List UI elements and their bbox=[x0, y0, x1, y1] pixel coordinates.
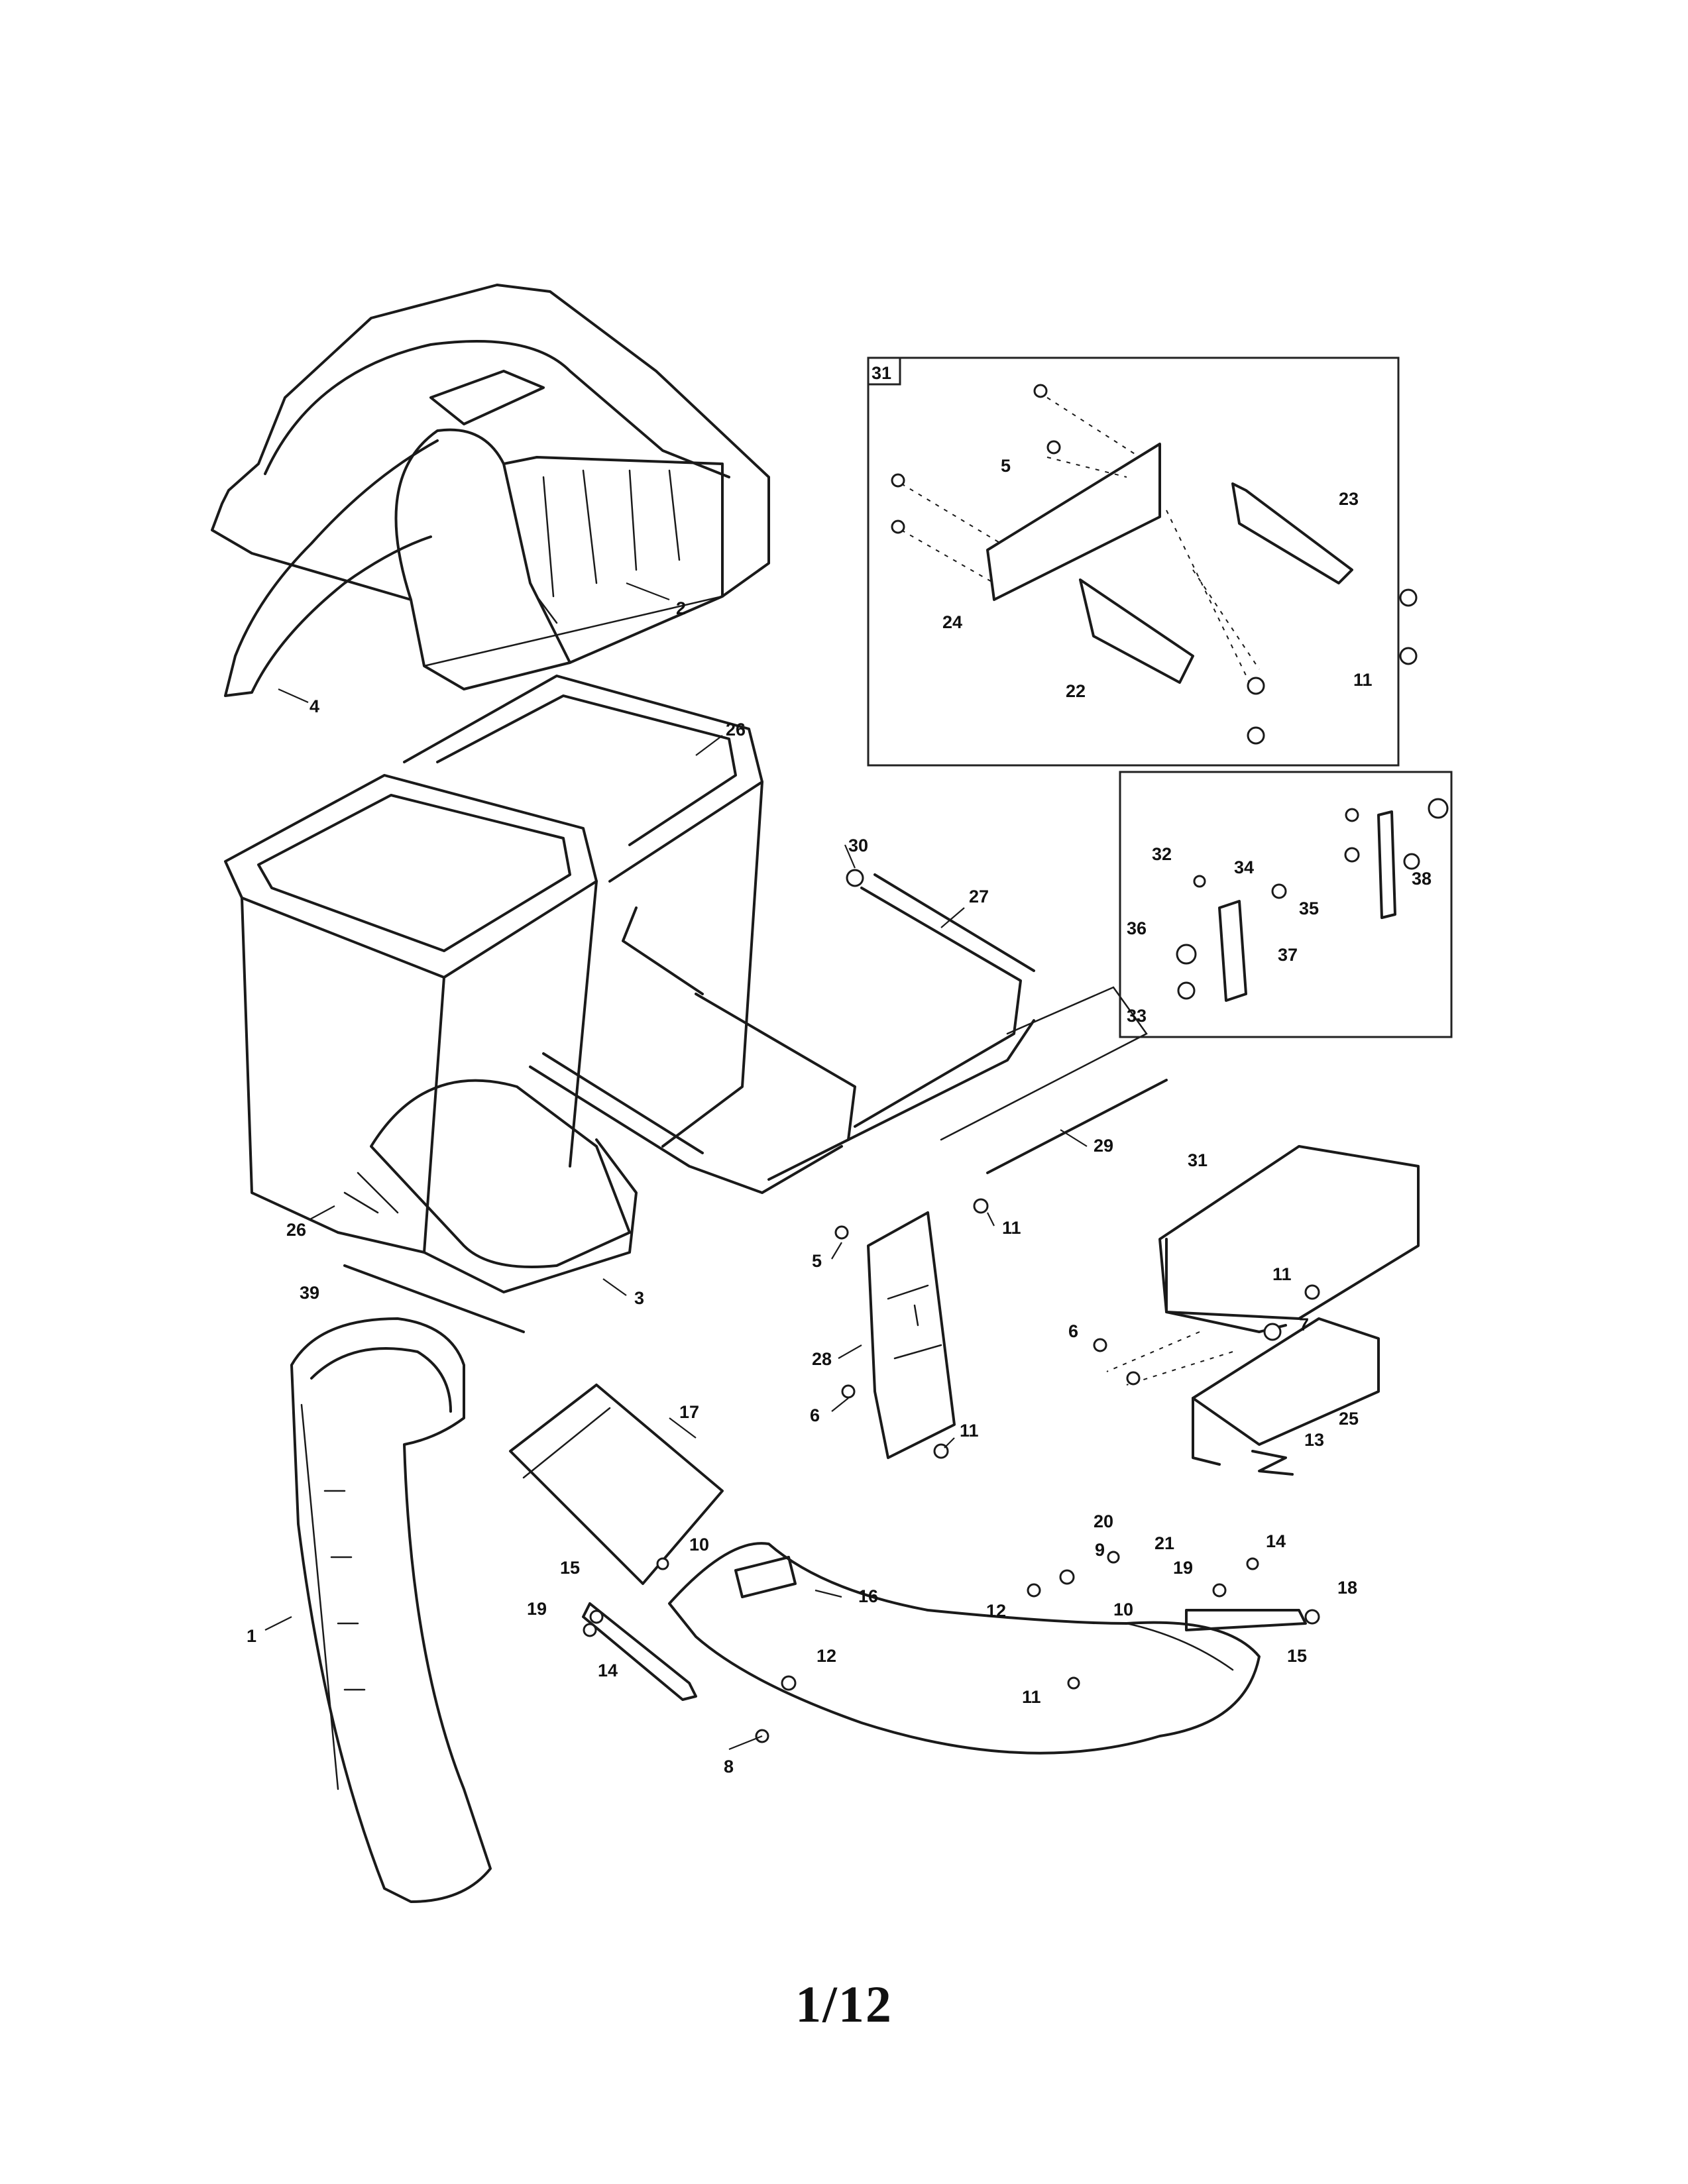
hardware-fasteners bbox=[583, 869, 1320, 1743]
callout-2: 2 bbox=[676, 598, 686, 618]
callout-8: 8 bbox=[724, 1757, 734, 1776]
hair-pin-13 bbox=[1251, 1450, 1294, 1476]
callout-14-left: 14 bbox=[598, 1661, 618, 1680]
callout-22: 22 bbox=[1066, 681, 1086, 701]
callout-29: 29 bbox=[1094, 1136, 1113, 1156]
lower-chute-16 bbox=[668, 1542, 1261, 1755]
callout-1: 1 bbox=[247, 1626, 256, 1646]
callout-12-chute: 12 bbox=[816, 1646, 836, 1666]
inset-box-31 bbox=[867, 356, 1418, 767]
callout-39: 39 bbox=[300, 1283, 319, 1303]
callout-35: 35 bbox=[1299, 899, 1319, 918]
callout-15-right: 15 bbox=[1287, 1646, 1307, 1666]
callout-33: 33 bbox=[1127, 1006, 1147, 1026]
inset-box-hardware bbox=[1119, 771, 1453, 1038]
callout-28: 28 bbox=[812, 1349, 832, 1369]
callout-6-frame: 6 bbox=[810, 1405, 820, 1425]
callout-5-inset: 5 bbox=[1001, 456, 1011, 476]
callout-18: 18 bbox=[1337, 1578, 1357, 1598]
callout-27: 27 bbox=[969, 887, 989, 906]
chute-hose bbox=[290, 1317, 492, 1903]
rod-39 bbox=[343, 1264, 525, 1333]
callout-25: 25 bbox=[1339, 1409, 1359, 1429]
page-number: 1/12 bbox=[795, 1975, 893, 2033]
callout-11-hitch: 11 bbox=[1272, 1264, 1292, 1284]
callout-36: 36 bbox=[1127, 918, 1147, 938]
callout-32: 32 bbox=[1152, 844, 1172, 864]
callout-11-inset: 11 bbox=[1353, 670, 1373, 690]
callout-5-frame: 5 bbox=[812, 1251, 822, 1271]
callout-21: 21 bbox=[1154, 1533, 1174, 1553]
callout-30: 30 bbox=[848, 836, 868, 855]
callout-26-top: 26 bbox=[726, 720, 746, 739]
callout-11-bracket: 11 bbox=[960, 1421, 979, 1441]
callout-24: 24 bbox=[942, 612, 962, 632]
bag-frame bbox=[529, 873, 1148, 1194]
flap-shield bbox=[224, 439, 439, 697]
leader-lines bbox=[264, 582, 1088, 1751]
callout-6-hitch: 6 bbox=[1068, 1321, 1078, 1341]
callout-14-right: 14 bbox=[1266, 1531, 1286, 1551]
callout-10-left: 10 bbox=[689, 1535, 709, 1555]
grass-bag-containers bbox=[224, 675, 763, 1293]
callout-7: 7 bbox=[1299, 1315, 1309, 1335]
callout-20: 20 bbox=[1094, 1511, 1113, 1531]
callout-19-right: 19 bbox=[1173, 1558, 1193, 1578]
callout-34: 34 bbox=[1234, 857, 1254, 877]
rod-29 bbox=[986, 1079, 1168, 1174]
callout-17: 17 bbox=[679, 1402, 699, 1422]
callout-37: 37 bbox=[1278, 945, 1298, 965]
callout-16: 16 bbox=[858, 1586, 878, 1606]
callout-4: 4 bbox=[309, 696, 319, 716]
callout-23: 23 bbox=[1339, 489, 1359, 509]
chute-adapter-17 bbox=[509, 1384, 724, 1585]
callout-31: 31 bbox=[1188, 1150, 1208, 1170]
callout-38: 38 bbox=[1412, 869, 1432, 889]
hitch-bracket-assembly bbox=[1106, 1145, 1420, 1466]
callout-11-frame: 11 bbox=[1002, 1218, 1021, 1238]
callout-10-right: 10 bbox=[1113, 1600, 1133, 1619]
link-15-right bbox=[1185, 1609, 1307, 1631]
callout-3: 3 bbox=[634, 1288, 644, 1308]
callout-15-left: 15 bbox=[560, 1558, 580, 1578]
callout-31-box: 31 bbox=[872, 363, 891, 383]
callout-9: 9 bbox=[1095, 1540, 1105, 1560]
link-15-left bbox=[582, 1602, 697, 1701]
callout-26-bottom: 26 bbox=[286, 1220, 306, 1240]
mounting-bracket-28 bbox=[867, 1211, 956, 1459]
bagger-cover bbox=[211, 284, 770, 690]
callout-19-left: 19 bbox=[527, 1599, 547, 1619]
callout-labels: 2 4 26 26 3 39 30 27 29 11 5 28 6 11 31 … bbox=[247, 363, 1432, 1776]
callout-11-chute: 11 bbox=[1022, 1687, 1041, 1707]
callout-12-right: 12 bbox=[986, 1601, 1006, 1621]
callout-13: 13 bbox=[1304, 1430, 1324, 1450]
